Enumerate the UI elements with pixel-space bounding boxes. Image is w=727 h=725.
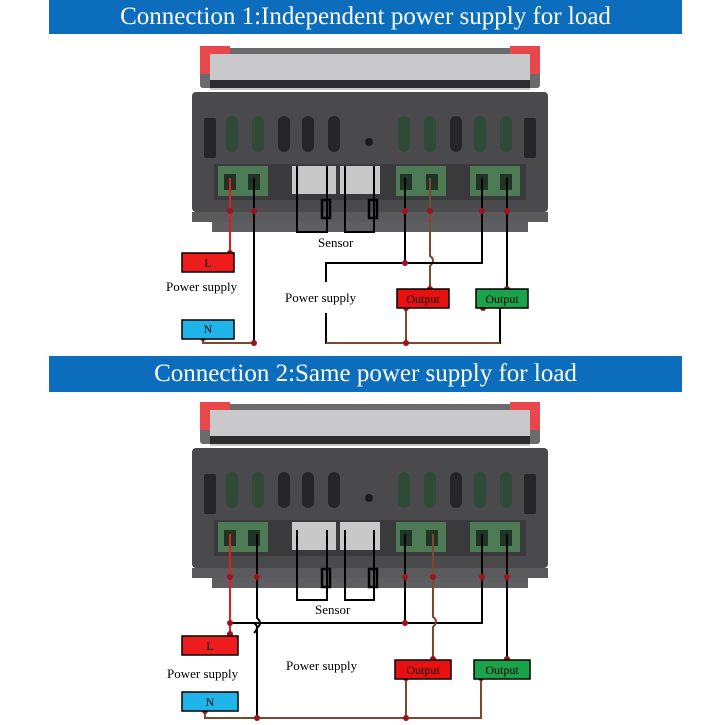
- right-power-supply-label: Power supply: [286, 658, 358, 673]
- output-red-label: Output: [406, 292, 440, 306]
- right-power-supply-label: Power supply: [285, 290, 357, 305]
- sensor-probe-icon: [320, 567, 332, 589]
- sensor-probe-icon: [367, 198, 379, 220]
- neutral-label: N: [204, 322, 213, 336]
- live-terminal-box: [181, 635, 239, 656]
- section-2-diagram: Sensor L Power supply N Power supply: [167, 402, 548, 721]
- thermostat-device-image: [192, 402, 548, 588]
- output-green-label: Output: [485, 292, 519, 306]
- sensor-label: Sensor: [315, 602, 351, 617]
- live-label: L: [204, 256, 211, 270]
- left-power-supply-label: Power supply: [167, 666, 239, 681]
- live-terminal-box: [181, 252, 235, 273]
- output-red-box: [394, 659, 452, 680]
- output-red-label: Output: [406, 663, 440, 677]
- output-green-box: [473, 659, 531, 680]
- live-label: L: [206, 639, 213, 653]
- output-green-box: [475, 288, 529, 309]
- section-1-title-banner: Connection 1:Independent power supply fo…: [49, 0, 682, 34]
- section-1-diagram: Sensor L Power supply N Powe: [166, 46, 548, 346]
- sensor-probe-icon: [367, 567, 379, 589]
- output-red-box: [396, 288, 450, 309]
- section-2-title-banner: Connection 2:Same power supply for load: [49, 356, 682, 392]
- left-power-supply-label: Power supply: [166, 279, 238, 294]
- sensor-probe-icon: [320, 198, 332, 220]
- output-green-label: Output: [485, 663, 519, 677]
- neutral-terminal-box: [181, 691, 239, 712]
- neutral-label: N: [206, 695, 215, 709]
- neutral-terminal-box: [181, 319, 235, 340]
- sensor-label: Sensor: [318, 235, 354, 250]
